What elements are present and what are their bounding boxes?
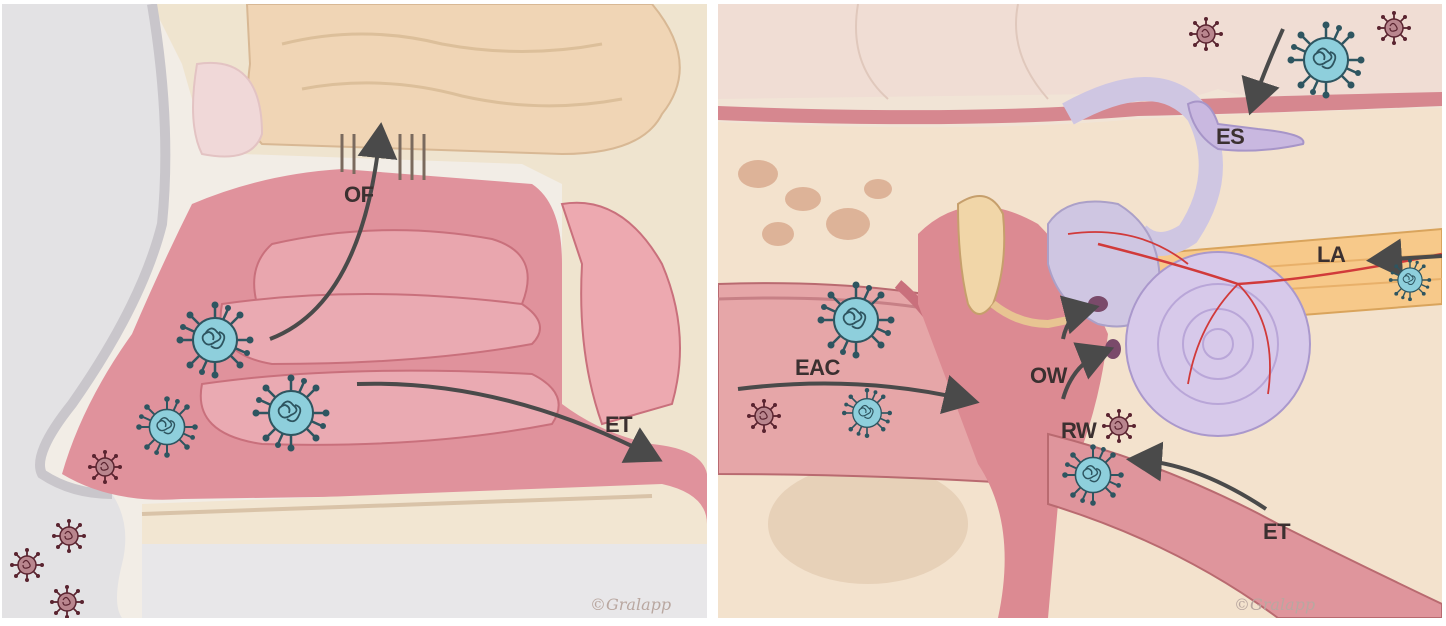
- label-es: ES: [1216, 124, 1244, 149]
- eustachian-arrow: [356, 381, 663, 463]
- eac-arrow: [737, 375, 980, 414]
- virus-icon: [251, 373, 331, 453]
- ow-arrow: [1059, 295, 1100, 340]
- nasal-cavity-panel: OF ET ©Gralapp: [2, 4, 707, 618]
- ear-illustration: ES LA EAC OW RW ET ©Gralapp: [718, 4, 1442, 618]
- small-virus-icon: [746, 398, 782, 434]
- artist-signature: ©Gralapp: [590, 595, 671, 614]
- la-arrow: [1366, 238, 1442, 279]
- virus-icon: [1388, 258, 1432, 302]
- label-rw: RW: [1061, 418, 1097, 443]
- label-eac: EAC: [795, 355, 841, 380]
- virus-icon: [135, 395, 199, 459]
- label-ow: OW: [1030, 363, 1068, 388]
- virus-icon: [816, 280, 896, 360]
- small-virus-icon: [49, 584, 85, 618]
- nasal-illustration: OF ET ©Gralapp: [2, 4, 707, 618]
- small-virus-icon: [1188, 16, 1224, 52]
- label-et: ET: [605, 412, 633, 437]
- virus-icon: [1286, 20, 1366, 100]
- rw-arrow: [1061, 342, 1115, 400]
- small-virus-icon: [87, 449, 123, 485]
- es-arrow: [1241, 28, 1285, 116]
- virus-icon: [1061, 443, 1125, 507]
- small-virus-icon: [1376, 10, 1412, 46]
- virus-icon: [841, 387, 893, 439]
- artist-signature: ©Gralapp: [1234, 595, 1315, 614]
- ear-panel: ES LA EAC OW RW ET ©Gralapp: [718, 4, 1442, 618]
- small-virus-icon: [51, 518, 87, 554]
- label-et-ear: ET: [1263, 519, 1291, 544]
- label-of: OF: [344, 182, 374, 207]
- virus-icon: [175, 300, 255, 380]
- small-virus-icon: [1101, 408, 1137, 444]
- small-virus-icon: [9, 547, 45, 583]
- et-arrow: [1126, 441, 1268, 511]
- label-la: LA: [1317, 242, 1346, 267]
- olfactory-arrow: [269, 122, 398, 341]
